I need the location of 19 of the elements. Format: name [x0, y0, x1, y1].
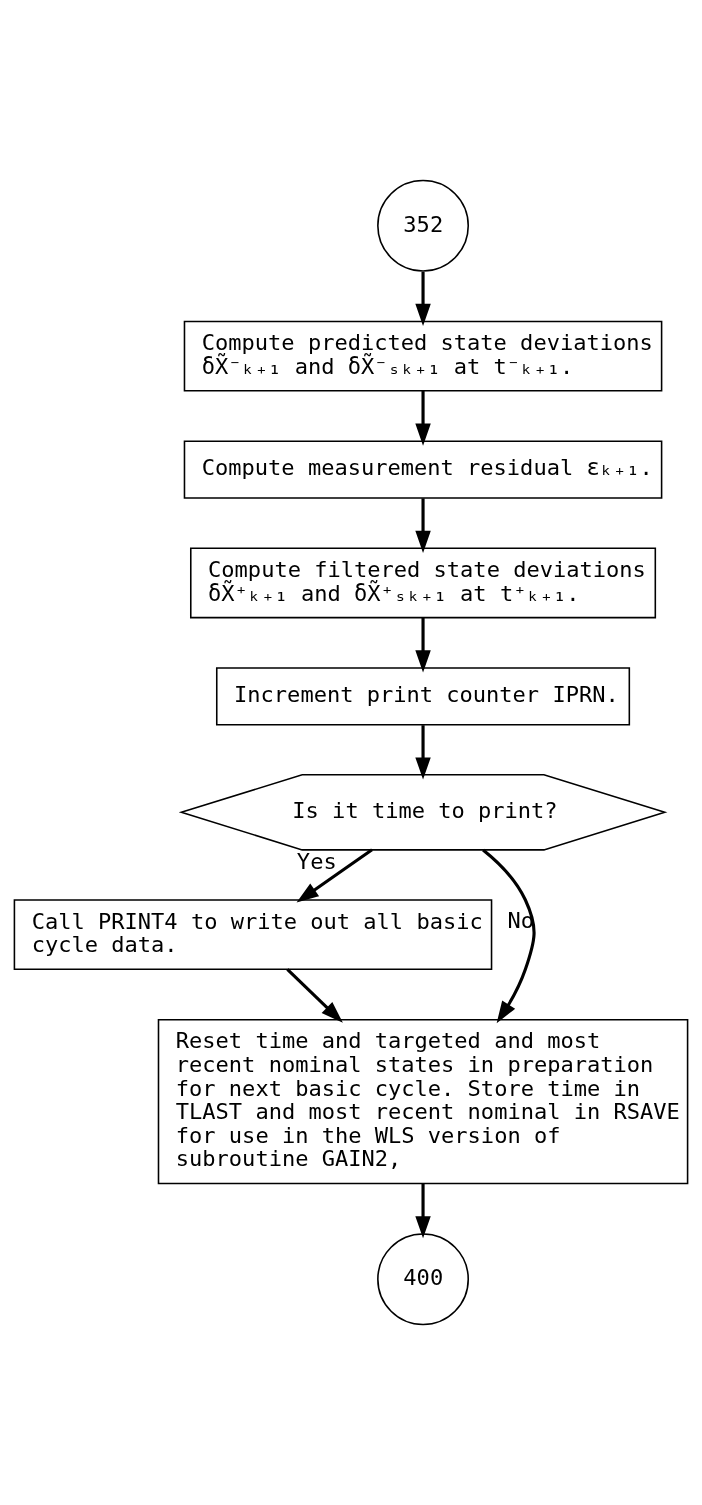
node-circle: 400 — [377, 1233, 470, 1326]
edge-label: No — [507, 907, 534, 933]
arrow — [415, 617, 431, 673]
node-box: Reset time and targeted and most recent nominal states in preparation for next basic cycle. Store time in TLAST and most recent nominal in RSAVE for use in the WLS version of subroutine GAIN2, — [157, 1018, 689, 1185]
arrow — [415, 271, 431, 326]
arrow — [286, 968, 343, 1023]
node-box: Increment print counter IPRN. — [215, 667, 631, 726]
arrow — [296, 848, 373, 903]
node-box: Compute measurement residual εₖ₊₁. — [183, 440, 663, 499]
arrow — [415, 390, 431, 446]
arrow — [415, 498, 431, 553]
node-box: Compute filtered state deviations δX̃⁺ₖ₊₁ and δX̃⁺ₛₖ₊₁ at t⁺ₖ₊₁. — [190, 547, 657, 619]
arrow — [482, 848, 536, 1024]
edge-label: Yes — [296, 848, 337, 874]
arrow — [415, 1183, 431, 1239]
node-box: Call PRINT4 to write out all basic cycle data. — [13, 899, 493, 971]
node-circle: 352 — [377, 179, 470, 272]
arrow — [415, 725, 431, 780]
node-box: Compute predicted state deviations δX̃⁻ₖ₊₁ and δX̃⁻ₛₖ₊₁ at t⁻ₖ₊₁. — [183, 320, 663, 392]
